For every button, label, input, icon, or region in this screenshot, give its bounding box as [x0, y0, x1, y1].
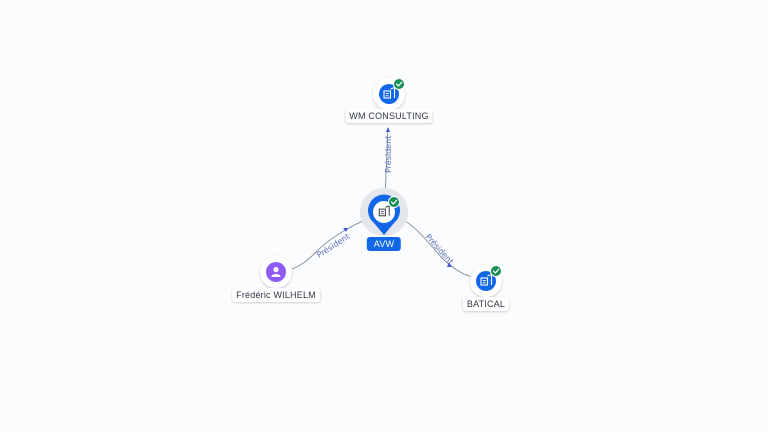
node-wm-consulting[interactable] — [373, 77, 406, 110]
node-label-wm-consulting[interactable]: WM CONSULTING — [345, 109, 433, 123]
person-icon — [271, 266, 281, 277]
edge-label-wm-consulting: Président — [383, 136, 393, 173]
verified-check-icon — [387, 195, 401, 209]
node-batical[interactable] — [470, 264, 503, 297]
node-frederic-wilhelm[interactable] — [260, 256, 292, 288]
node-avw[interactable] — [360, 188, 408, 236]
edge-label-frederic: Président — [315, 231, 352, 260]
edge-wm-consulting: Président — [383, 127, 393, 198]
node-label-batical[interactable]: BATICAL — [462, 297, 510, 311]
verified-check-icon — [489, 264, 503, 278]
verified-check-icon — [392, 77, 406, 91]
node-label-avw[interactable]: AVW — [366, 237, 402, 251]
node-label-frederic-wilhelm[interactable]: Frédéric WILHELM — [232, 288, 320, 302]
edge-batical: Président — [401, 218, 473, 278]
edge-label-batical: Président — [424, 232, 456, 266]
edge-frederic: Président — [291, 218, 369, 270]
